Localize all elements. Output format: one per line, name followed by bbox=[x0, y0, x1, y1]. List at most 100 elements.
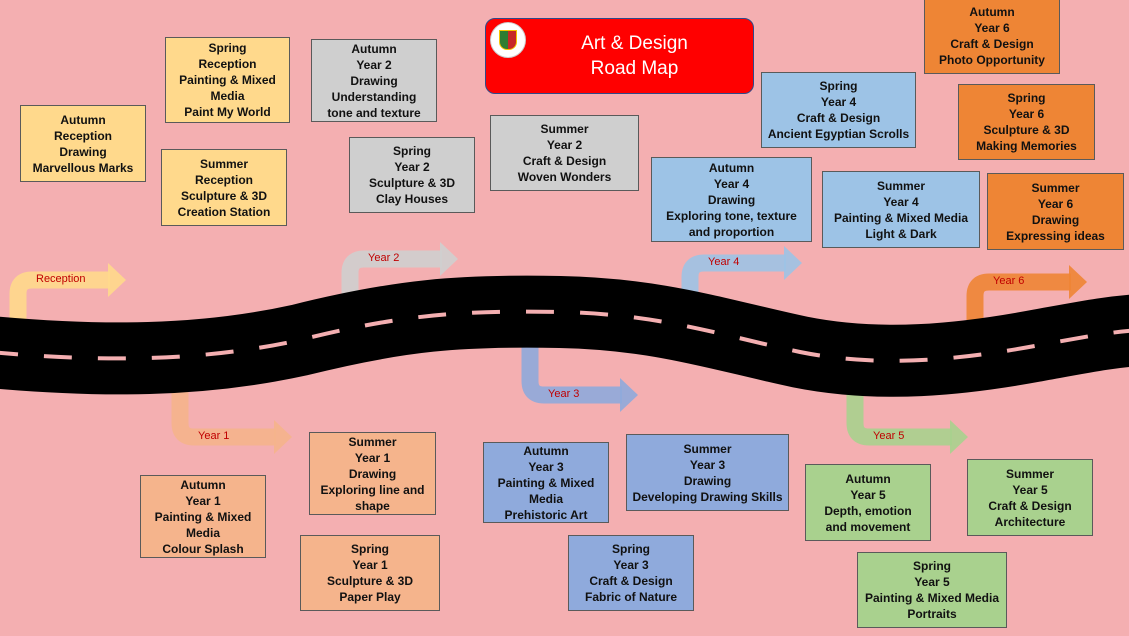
year-label: Year 4 bbox=[883, 194, 919, 209]
topic-text: Developing Drawing Skills bbox=[632, 489, 783, 504]
term-label: Summer bbox=[348, 434, 397, 449]
term-label: Summer bbox=[876, 178, 926, 193]
topic-text: Woven Wonders bbox=[517, 170, 612, 184]
term-label: Summer bbox=[1005, 466, 1055, 481]
topic-text: Architecture bbox=[994, 514, 1066, 529]
topic-text: and proportion bbox=[688, 224, 775, 239]
topic-text: Craft & Design bbox=[589, 574, 673, 588]
topic-text: Craft & Design bbox=[522, 154, 607, 168]
year-label: Year 6 bbox=[1008, 107, 1045, 121]
topic-text: Ancient Egyptian Scrolls bbox=[767, 127, 910, 141]
term-label: Summer bbox=[1031, 180, 1080, 195]
topic-text: Media bbox=[185, 525, 220, 540]
topic-text: Understanding bbox=[331, 89, 417, 104]
topic-text: Sculpture & 3D bbox=[983, 123, 1070, 137]
topic-text: Expressing ideas bbox=[1006, 228, 1105, 243]
term-label: Spring bbox=[351, 542, 389, 556]
year-label: Year 1 bbox=[185, 493, 221, 508]
arrow-label-year2: Year 2 bbox=[368, 252, 400, 264]
topic-text: Craft & Design bbox=[796, 111, 881, 125]
term-label: Autumn bbox=[969, 5, 1015, 19]
topic-text: Exploring line and bbox=[320, 482, 425, 497]
topic-text: Photo Opportunity bbox=[939, 53, 1045, 67]
topic-text: Painting & Mixed bbox=[179, 73, 276, 87]
year-label: Year 4 bbox=[713, 176, 750, 191]
topic-text: Drawing bbox=[350, 73, 398, 88]
year-label: Year 6 bbox=[1037, 196, 1074, 211]
arrow-label-year3: Year 3 bbox=[548, 388, 580, 400]
topic-text: Drawing bbox=[1031, 212, 1080, 227]
topic-text: Drawing bbox=[59, 144, 107, 159]
arrow-label-year1: Year 1 bbox=[198, 430, 230, 442]
topic-text: Craft & Design bbox=[988, 498, 1072, 513]
year-label: Reception bbox=[53, 128, 112, 143]
year-label: Year 2 bbox=[356, 57, 392, 72]
term-label: Spring bbox=[612, 542, 650, 556]
topic-text: Exploring tone, texture bbox=[666, 208, 797, 223]
year-label: Year 3 bbox=[689, 457, 726, 472]
arrow-year2 bbox=[341, 242, 458, 300]
topic-text: Painting & Mixed Media bbox=[864, 591, 999, 605]
topic-text: Fabric of Nature bbox=[584, 590, 677, 604]
term-label: Autumn bbox=[351, 41, 397, 56]
year-label: Year 2 bbox=[546, 138, 583, 152]
topic-text: Creation Station bbox=[177, 204, 271, 219]
topic-text: Light & Dark bbox=[865, 226, 937, 241]
topic-text: Making Memories bbox=[976, 139, 1077, 153]
topic-text: shape bbox=[355, 498, 390, 513]
topic-text: Drawing bbox=[683, 473, 732, 488]
title-line-1: Art & Design bbox=[581, 33, 688, 54]
topic-text: Prehistoric Art bbox=[504, 507, 588, 522]
topic-text: Paint My World bbox=[184, 105, 271, 119]
year-label: Year 3 bbox=[528, 459, 564, 474]
year-label: Year 6 bbox=[974, 21, 1010, 35]
arrow-label-year5: Year 5 bbox=[873, 430, 905, 442]
arrow-year5 bbox=[846, 390, 968, 454]
year-label: Reception bbox=[198, 57, 257, 71]
topic-text: Sculpture & 3D bbox=[368, 176, 455, 190]
year-label: Year 5 bbox=[850, 487, 886, 502]
topic-text: Sculpture & 3D bbox=[326, 574, 413, 588]
year-label: Year 2 bbox=[394, 160, 430, 174]
arrow-year6 bbox=[966, 265, 1087, 325]
topic-text: Sculpture & 3D bbox=[180, 188, 267, 203]
topic-text: Portraits bbox=[907, 607, 957, 621]
term-label: Spring bbox=[393, 144, 431, 158]
road bbox=[0, 275, 1129, 397]
topic-text: Media bbox=[210, 89, 245, 103]
year-label: Reception bbox=[194, 172, 253, 187]
term-label: Spring bbox=[819, 79, 858, 93]
topic-text: Marvellous Marks bbox=[32, 160, 134, 175]
year-label: Year 5 bbox=[1012, 482, 1048, 497]
topic-text: Drawing bbox=[348, 466, 397, 481]
year-label: Year 5 bbox=[914, 575, 950, 589]
term-label: Autumn bbox=[180, 477, 226, 492]
topic-text: Craft & Design bbox=[950, 37, 1034, 51]
arrow-year1 bbox=[171, 390, 292, 454]
topic-text: Depth, emotion bbox=[824, 503, 912, 518]
year-label: Year 4 bbox=[820, 95, 857, 109]
term-label: Autumn bbox=[60, 112, 106, 127]
topic-text: Drawing bbox=[707, 192, 756, 207]
road-centerline bbox=[0, 309, 1129, 363]
topic-text: tone and texture bbox=[327, 105, 421, 120]
term-label: Autumn bbox=[523, 443, 569, 458]
arrow-label-year6: Year 6 bbox=[993, 275, 1025, 287]
year-label: Year 3 bbox=[613, 558, 649, 572]
arrow-label-reception: Reception bbox=[36, 273, 86, 285]
topic-text: and movement bbox=[825, 519, 911, 534]
